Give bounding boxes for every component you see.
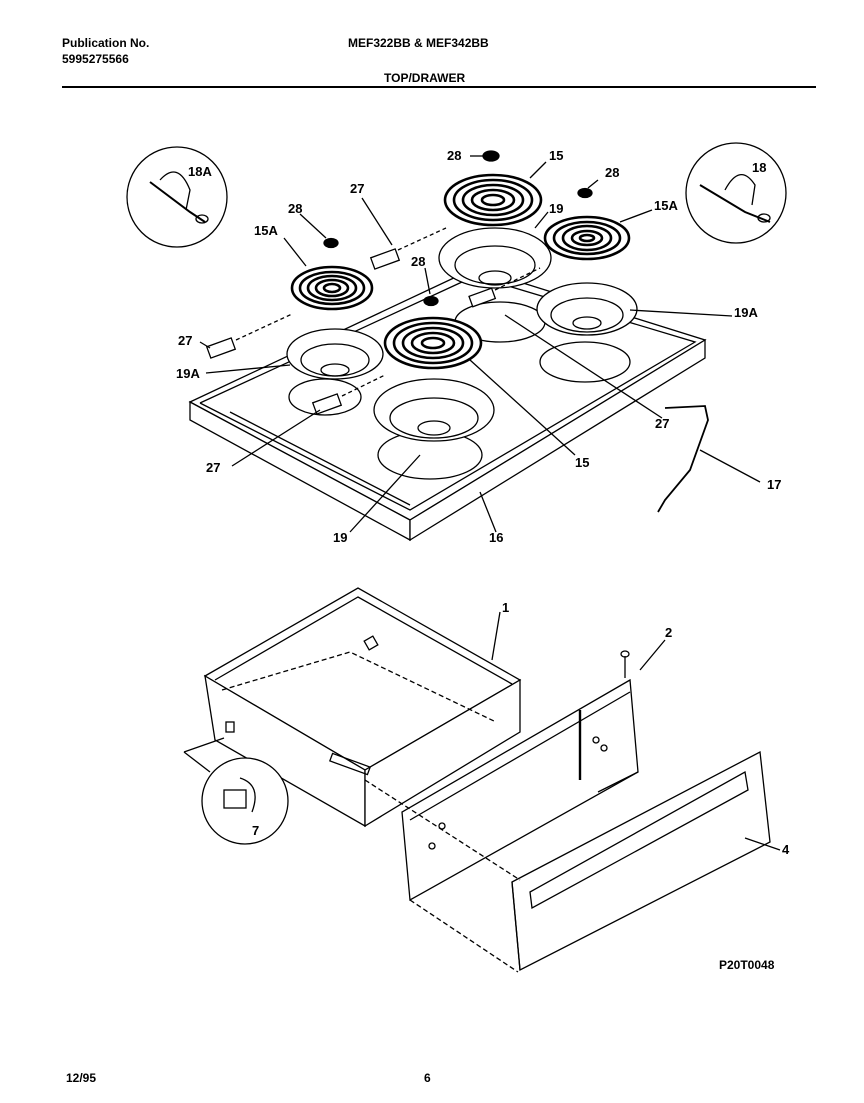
callout-2: 2 — [665, 625, 672, 640]
drip-pan-right-19a — [536, 282, 638, 336]
callout-19a-right: 19A — [734, 305, 758, 320]
callout-4: 4 — [782, 842, 790, 857]
callout-28-left: 28 — [288, 201, 302, 216]
detail-circle-18a — [126, 146, 228, 248]
drip-pan-left-19a — [286, 328, 384, 380]
callout-15-top: 15 — [549, 148, 563, 163]
drawer-handle-panel — [511, 750, 771, 972]
callout-27-lower: 27 — [206, 460, 220, 475]
drawer-body — [203, 587, 522, 828]
surface-element-right-15a — [543, 215, 631, 261]
detail-circle-7 — [183, 737, 289, 845]
callout-27-right: 27 — [655, 416, 669, 431]
receptacle-top — [369, 227, 447, 270]
surface-element-left-15a — [290, 265, 374, 311]
drip-pan-front-19 — [373, 378, 495, 442]
callout-15a-right: 15A — [654, 198, 678, 213]
callout-18: 18 — [752, 160, 766, 175]
callout-16: 16 — [489, 530, 503, 545]
publication-number: 5995275566 — [62, 52, 129, 66]
callout-19a-left: 19A — [176, 366, 200, 381]
drip-pan-back-19 — [438, 227, 552, 289]
section-title: TOP/DRAWER — [384, 71, 466, 85]
callout-7: 7 — [252, 823, 259, 838]
callout-19-top: 19 — [549, 201, 563, 216]
callout-28-mid: 28 — [411, 254, 425, 269]
receptacle-right — [468, 267, 541, 308]
detail-circle-18 — [685, 142, 787, 244]
callout-19-bottom: 19 — [333, 530, 347, 545]
footer-date: 12/95 — [66, 1071, 97, 1085]
drawing-number: P20T0048 — [719, 958, 775, 972]
model-numbers: MEF322BB & MEF342BB — [348, 36, 489, 50]
page-number: 6 — [424, 1071, 431, 1085]
surface-element-front-15 — [383, 316, 483, 370]
support-rod — [657, 405, 709, 513]
callout-15-bottom: 15 — [575, 455, 589, 470]
header-rule — [62, 86, 816, 88]
callout-27-left: 27 — [178, 333, 192, 348]
receptacle-left — [205, 313, 293, 359]
receptacle-lower — [311, 374, 386, 415]
callout-1: 1 — [502, 600, 509, 615]
publication-label: Publication No. — [62, 36, 150, 50]
callout-18a: 18A — [188, 164, 212, 179]
callout-27-top: 27 — [350, 181, 364, 196]
callout-17: 17 — [767, 477, 781, 492]
callout-15a-left: 15A — [254, 223, 278, 238]
drawer-front-panel — [401, 650, 639, 902]
callout-28-top: 28 — [447, 148, 461, 163]
callout-28-right: 28 — [605, 165, 619, 180]
surface-element-back-15 — [443, 173, 543, 227]
